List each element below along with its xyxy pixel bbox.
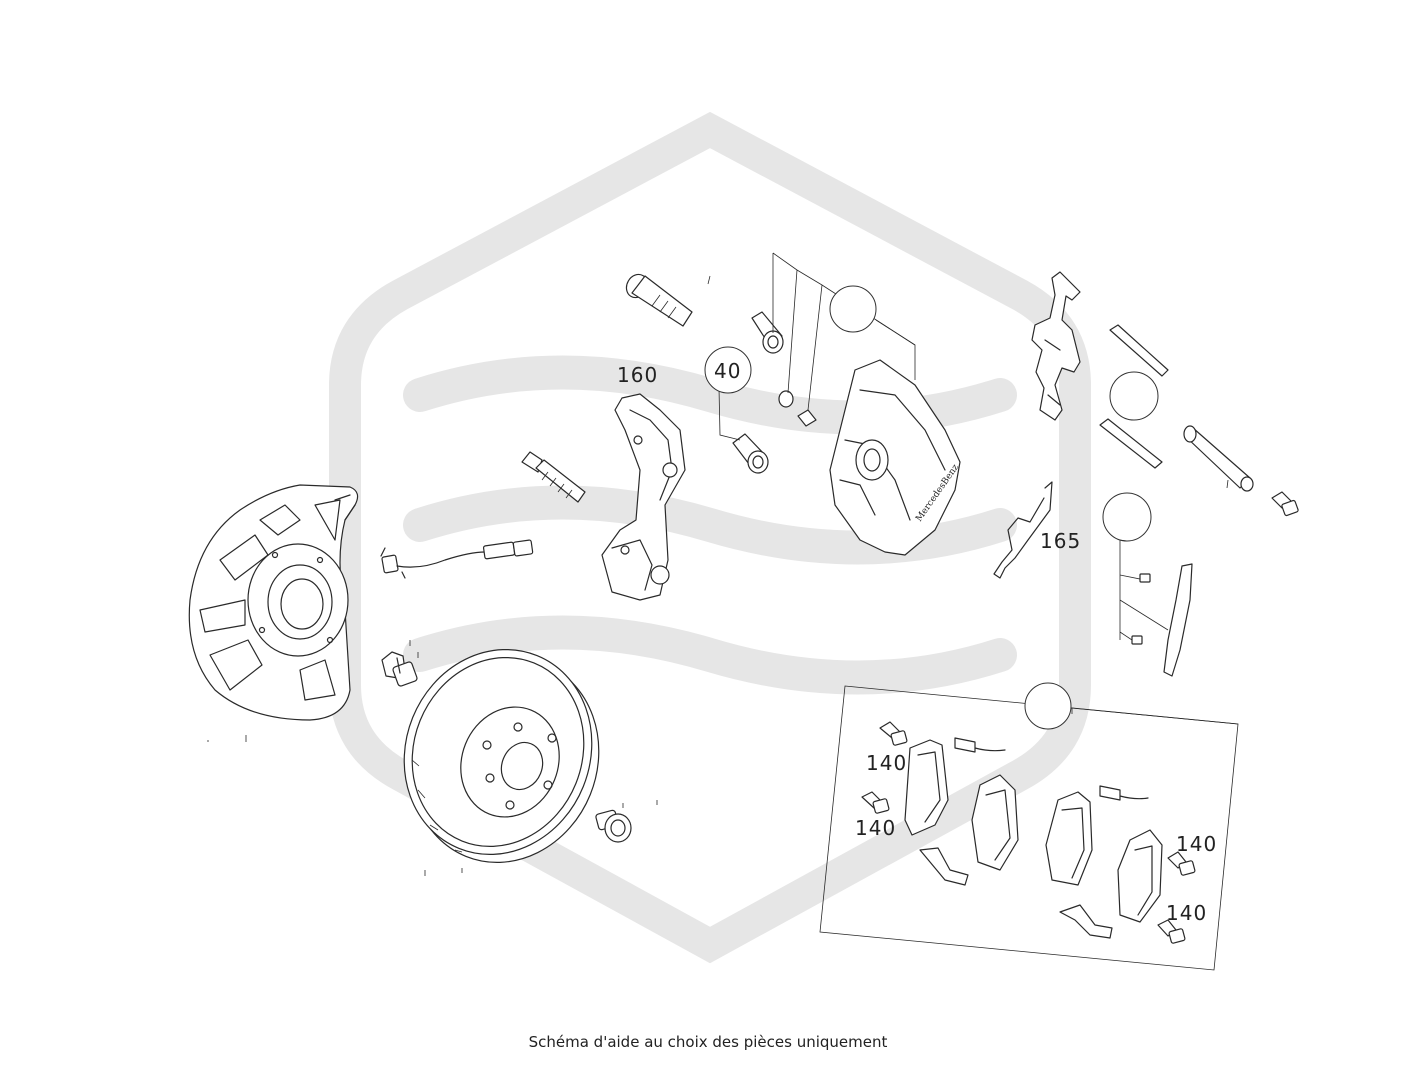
dust-shield: [188, 484, 359, 742]
pad-pins: [1099, 324, 1299, 517]
bleed-caps: [778, 390, 817, 427]
guide-bushing-upper: [751, 311, 784, 354]
diagram-caption: Schéma d'aide au choix des pièces unique…: [528, 1033, 888, 1051]
callout-40: 40: [714, 359, 741, 383]
hub-cap-nut: [595, 809, 632, 843]
callout-140-c: 140: [1176, 832, 1217, 856]
leader-lines-40: [718, 252, 916, 441]
callout-160: 160: [617, 363, 658, 387]
brake-disc: [403, 640, 658, 876]
callout-40-bubble: [704, 346, 752, 394]
caliper-body: MercedesBenz: [829, 359, 961, 556]
callout-140-b: 140: [855, 816, 896, 840]
callout-165: 165: [1040, 529, 1081, 553]
pad-shim-strip: [1119, 540, 1193, 677]
retaining-spring: [993, 481, 1053, 579]
anti-rattle-spring: [1031, 271, 1081, 421]
hub-bolt: [381, 651, 418, 687]
callout-140-d: 140: [1166, 901, 1207, 925]
empty-callout-bubbles: [829, 285, 1239, 730]
guide-bolt: [625, 273, 711, 327]
pad-kit-box: [819, 685, 1239, 971]
wear-sensor: [380, 539, 534, 579]
caliper-carrier: [601, 393, 686, 601]
guide-bushing-lower: [732, 433, 769, 474]
callout-140-a: 140: [866, 751, 907, 775]
carrier-bolt: [521, 451, 586, 503]
